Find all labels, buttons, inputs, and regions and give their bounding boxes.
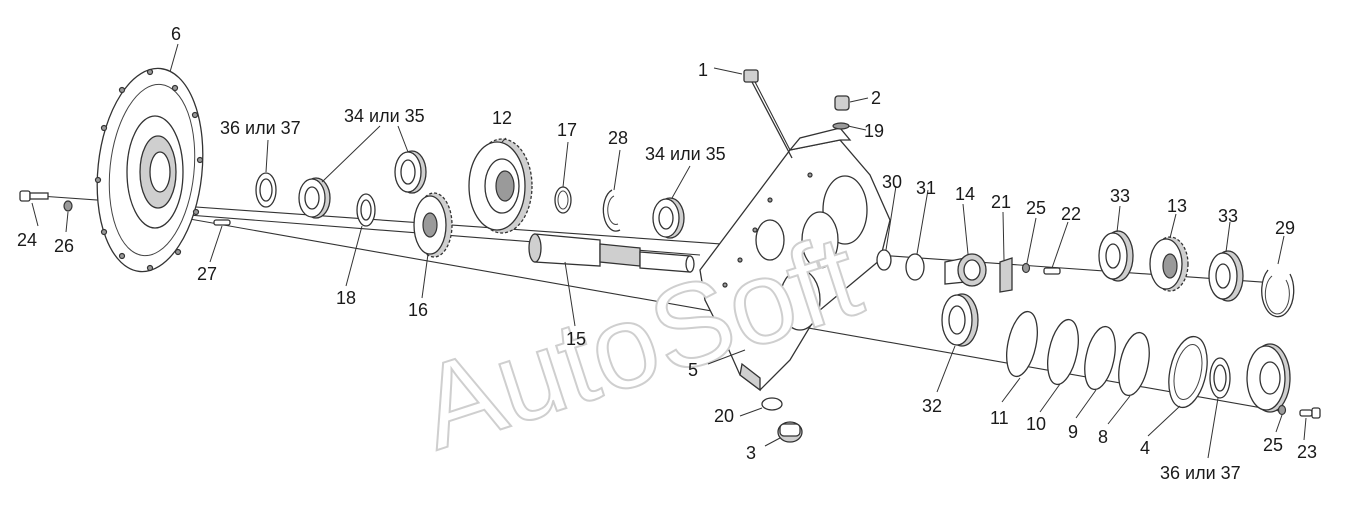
- label-24: 24: [17, 230, 37, 250]
- oring-part-20: [761, 397, 783, 411]
- label-13: 13: [1167, 196, 1187, 216]
- plate-part-21: [999, 257, 1013, 293]
- shim-part-10: [1047, 318, 1079, 386]
- label-5: 5: [688, 360, 698, 380]
- label-15: 15: [566, 329, 586, 349]
- washer-part-25-lower: [1277, 404, 1287, 416]
- bushing-part-14: [944, 253, 987, 287]
- circlip-part-17: [554, 186, 572, 214]
- label-19: 19: [864, 121, 884, 141]
- label-32: 32: [922, 396, 942, 416]
- washer-part-19: [832, 122, 850, 130]
- label-33-left: 33: [1110, 186, 1130, 206]
- end-cover: [1246, 343, 1291, 413]
- bearing-part-33-left: [1098, 230, 1134, 282]
- label-20: 20: [714, 406, 734, 426]
- label-34-middle: 34 или 35: [645, 144, 726, 164]
- label-29: 29: [1275, 218, 1295, 238]
- ring-part-31: [905, 253, 925, 281]
- label-30: 30: [882, 172, 902, 192]
- bearing-part-32: [941, 293, 979, 347]
- label-9: 9: [1068, 422, 1078, 442]
- label-4: 4: [1140, 438, 1150, 458]
- flange-cover-part-6: [94, 67, 204, 273]
- label-12: 12: [492, 108, 512, 128]
- bearing-part-34-middle: [652, 197, 685, 239]
- dipstick-part-1: [743, 69, 793, 159]
- gear-part-16: [413, 192, 453, 258]
- seal-part-36-right: [1209, 357, 1231, 399]
- shim-part-11: [1006, 310, 1038, 378]
- drain-plug-part-3: [777, 421, 803, 443]
- part-labels: 1 2 19 3 20 5 6 36 или 37 34 или 35 12 1…: [17, 24, 1317, 483]
- washer-part-26: [63, 200, 73, 212]
- ring-part-18: [356, 193, 376, 227]
- label-10: 10: [1026, 414, 1046, 434]
- label-36-left: 36 или 37: [220, 118, 301, 138]
- label-18: 18: [336, 288, 356, 308]
- label-28: 28: [608, 128, 628, 148]
- gear-part-13: [1149, 236, 1189, 292]
- snap-ring-part-29: [1261, 269, 1295, 318]
- label-31: 31: [916, 178, 936, 198]
- label-8: 8: [1098, 427, 1108, 447]
- shaft-part-15: [528, 233, 695, 273]
- bearing-part-34-left: [298, 177, 331, 219]
- label-21: 21: [991, 192, 1011, 212]
- label-3: 3: [746, 443, 756, 463]
- label-33-right: 33: [1218, 206, 1238, 226]
- label-22: 22: [1061, 204, 1081, 224]
- label-17: 17: [557, 120, 577, 140]
- washer-part-25-upper: [1021, 262, 1031, 274]
- label-1: 1: [698, 60, 708, 80]
- bolt-part-24: [19, 190, 49, 202]
- label-27: 27: [197, 264, 217, 284]
- label-23: 23: [1297, 442, 1317, 462]
- label-25-upper: 25: [1026, 198, 1046, 218]
- label-14: 14: [955, 184, 975, 204]
- gasket-part-4: [1168, 335, 1208, 409]
- shim-part-8: [1118, 331, 1150, 397]
- bolt-part-22: [1043, 267, 1061, 275]
- label-16: 16: [408, 300, 428, 320]
- bearing-part-33-right: [1208, 250, 1244, 302]
- retaining-ring-part-28: [602, 189, 621, 232]
- label-2: 2: [871, 88, 881, 108]
- shim-part-9: [1084, 325, 1116, 391]
- label-25-lower: 25: [1263, 435, 1283, 455]
- seal-part-36-left: [255, 172, 277, 208]
- housing-part-5: [699, 127, 891, 392]
- label-6: 6: [171, 24, 181, 44]
- plug-part-2: [834, 95, 850, 111]
- label-34-left: 34 или 35: [344, 106, 425, 126]
- bearing-part-34-upper: [394, 150, 427, 194]
- label-11: 11: [990, 408, 1009, 428]
- gear-part-12: [468, 138, 533, 234]
- leader-lines: [31, 43, 1307, 459]
- label-36-right: 36 или 37: [1160, 463, 1241, 483]
- bolt-part-23: [1299, 407, 1321, 419]
- ring-part-30: [876, 249, 892, 271]
- label-26: 26: [54, 236, 74, 256]
- pin-part-27: [213, 219, 231, 226]
